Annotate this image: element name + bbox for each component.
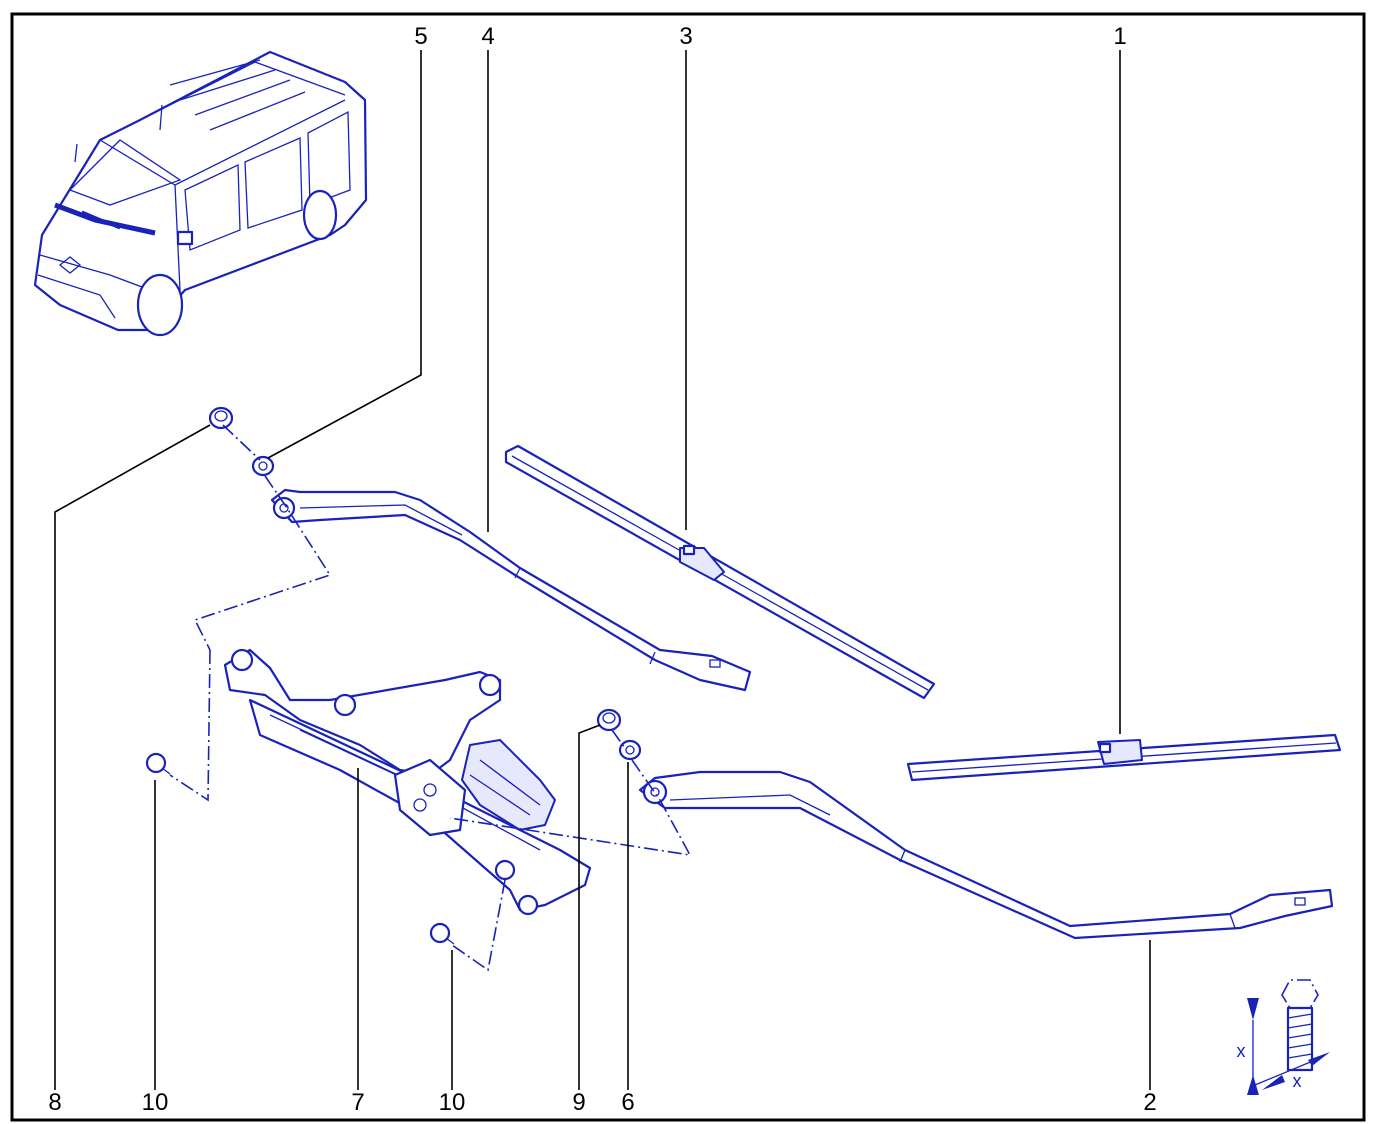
bolt-10-left — [145, 752, 171, 775]
diagram-frame — [10, 12, 1366, 1122]
callout-2: 2 — [1143, 1089, 1156, 1116]
van-illustration — [33, 50, 368, 337]
callouts-bottom: 8 10 7 10 9 6 2 — [48, 1089, 1156, 1116]
wiper-arm-left — [270, 488, 752, 692]
wiper-blade-right — [906, 733, 1342, 782]
callout-5: 5 — [414, 23, 427, 50]
callout-10-left: 10 — [142, 1089, 169, 1116]
callout-3: 3 — [679, 23, 692, 50]
callouts-top: 5 4 3 1 — [414, 23, 1126, 50]
callout-6: 6 — [621, 1089, 634, 1116]
torque-symbol: x x — [1237, 979, 1330, 1095]
callout-4: 4 — [481, 23, 494, 50]
callout-10-center: 10 — [439, 1089, 466, 1116]
torque-dim-vertical: x — [1237, 1041, 1246, 1061]
nut-5 — [251, 455, 275, 477]
nut-6 — [618, 739, 642, 761]
torque-dim-horizontal: x — [1293, 1071, 1302, 1091]
callout-1: 1 — [1113, 23, 1126, 50]
wiper-blade-left — [504, 444, 936, 700]
callout-9: 9 — [572, 1089, 585, 1116]
wiper-arm-right — [638, 770, 1334, 940]
bolt-10-center — [429, 922, 455, 945]
callout-7: 7 — [351, 1089, 364, 1116]
wiper-linkage-motor — [223, 648, 592, 916]
nut-cap-9 — [596, 708, 622, 732]
callout-8: 8 — [48, 1089, 61, 1116]
assembly-axes — [169, 424, 692, 972]
nut-cap-8 — [208, 406, 234, 430]
leader-lines — [54, 50, 1151, 1090]
